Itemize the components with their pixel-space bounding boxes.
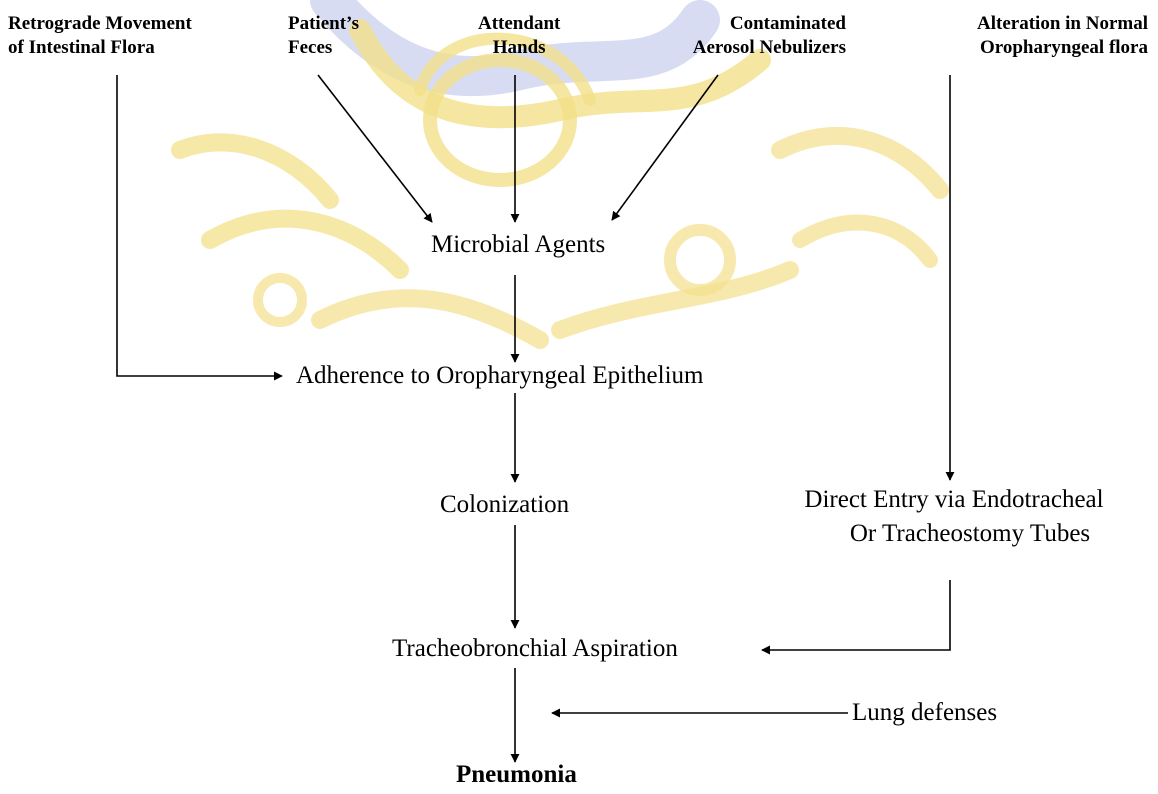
source-patient-feces: Patient’s Feces (288, 12, 359, 60)
node-direct-entry-line-1: Direct Entry via Endotracheal (804, 486, 1104, 513)
node-adherence: Adherence to Oropharyngeal Epithelium (296, 362, 704, 389)
node-direct-entry: Direct Entry via Endotracheal Or Tracheo… (764, 485, 1144, 549)
arrow-direct-entry-to-aspiration (761, 580, 951, 655)
source-oropharyngeal-flora: Alteration in Normal Oropharyngeal flora (884, 12, 1148, 60)
source-hands-line-1: Attendant (478, 13, 561, 34)
source-intestinal-flora: Retrograde Movement of Intestinal Flora (8, 12, 192, 60)
source-hands-line-2: Hands (492, 37, 546, 58)
source-feces-line-2: Feces (288, 37, 333, 58)
source-intestinal-line-1: Retrograde Movement (8, 13, 192, 34)
arrow-feces-to-microbial (317, 74, 433, 223)
node-microbial-agents: Microbial Agents (431, 231, 606, 258)
arrow-intestinal-to-adherence (116, 75, 283, 381)
source-oropharyngeal-line-2: Oropharyngeal flora (979, 37, 1148, 58)
source-feces-line-1: Patient’s (288, 13, 360, 34)
source-nebulizers-line-2: Aerosol Nebulizers (692, 37, 846, 58)
source-oropharyngeal-line-1: Alteration in Normal (977, 13, 1148, 34)
source-contaminated-nebulizers: Contaminated Aerosol Nebulizers (664, 12, 846, 60)
node-direct-entry-line-2: Or Tracheostomy Tubes (849, 520, 1091, 547)
node-tracheobronchial-aspiration: Tracheobronchial Aspiration (392, 635, 678, 662)
source-nebulizers-line-1: Contaminated (729, 13, 846, 34)
source-intestinal-line-2: of Intestinal Flora (8, 37, 155, 58)
node-pneumonia: Pneumonia (456, 761, 577, 788)
node-lung-defenses: Lung defenses (852, 699, 998, 726)
source-attendant-hands: Attendant Hands (478, 12, 560, 60)
arrow-nebulizers-to-microbial (611, 74, 719, 221)
node-colonization: Colonization (440, 491, 570, 518)
